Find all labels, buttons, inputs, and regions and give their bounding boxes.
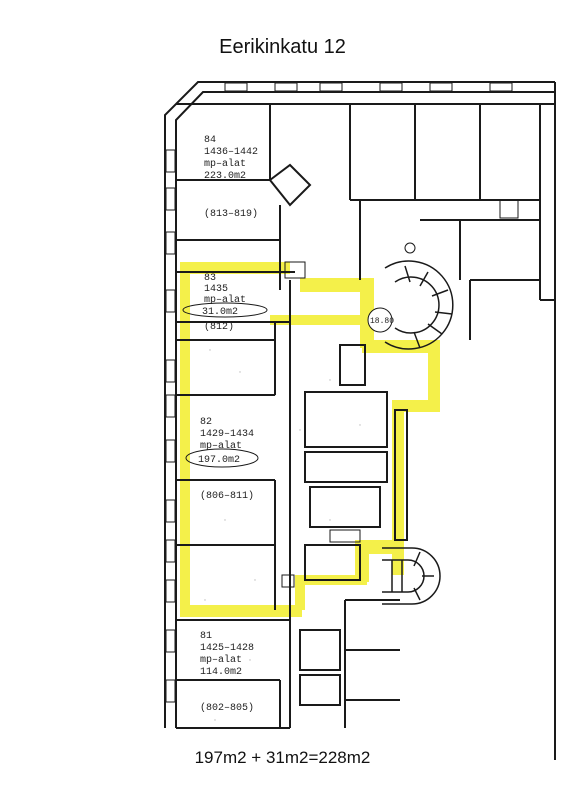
unit-82-area: 197.0m2 xyxy=(198,455,240,466)
page-title: Eerikinkatu 12 xyxy=(219,36,346,58)
unit-81-type: mp–alat xyxy=(200,654,242,666)
unit-84-type: mp–alat xyxy=(204,158,246,170)
interior-walls xyxy=(176,103,555,729)
unit-83-sub: (812) xyxy=(204,321,234,333)
unit-83-area: 31.0m2 xyxy=(202,307,238,318)
elevation-marker: 18.80 xyxy=(367,307,394,333)
unit-81-number: 81 xyxy=(200,631,212,642)
unit-82-number: 82 xyxy=(200,417,212,428)
room-range-813: (813–819) xyxy=(204,208,258,220)
unit-84-range: 1436–1442 xyxy=(204,147,258,158)
area-summary: 197m2 + 31m2=228m2 xyxy=(194,748,371,767)
unit-81-label: 81 1425–1428 mp–alat 114.0m2 xyxy=(200,631,254,678)
unit-83-type: mp–alat xyxy=(204,294,246,306)
unit-82-area-circle xyxy=(185,448,259,468)
outer-walls xyxy=(164,81,556,760)
unit-81-area: 114.0m2 xyxy=(200,667,242,678)
fixtures xyxy=(281,199,519,588)
unit-84-label: 84 1436–1442 mp–alat 223.0m2 xyxy=(204,135,258,182)
staircase-upper xyxy=(384,260,454,350)
staircase-lower xyxy=(382,547,441,605)
unit-83-number: 83 xyxy=(204,273,216,284)
elevation-value: 18.80 xyxy=(370,317,394,326)
highlight-area xyxy=(180,262,440,617)
unit-83-label: 83 1435 mp–alat 31.0m2 (812) xyxy=(182,273,268,333)
unit-83-area-circle xyxy=(182,302,268,318)
unit-84-number: 84 xyxy=(204,135,216,146)
plan-texture xyxy=(204,349,361,721)
unit-82-label: 82 1429–1434 mp–alat 197.0m2 xyxy=(185,417,259,468)
unit-84-area: 223.0m2 xyxy=(204,171,246,182)
unit-82-range: 1429–1434 xyxy=(200,429,254,440)
facade-windows xyxy=(165,149,176,703)
room-range-802: (802–805) xyxy=(200,702,254,714)
top-windows xyxy=(224,82,513,92)
unit-81-range: 1425–1428 xyxy=(200,643,254,654)
unit-83-range: 1435 xyxy=(204,284,228,295)
room-range-806: (806–811) xyxy=(200,490,254,502)
